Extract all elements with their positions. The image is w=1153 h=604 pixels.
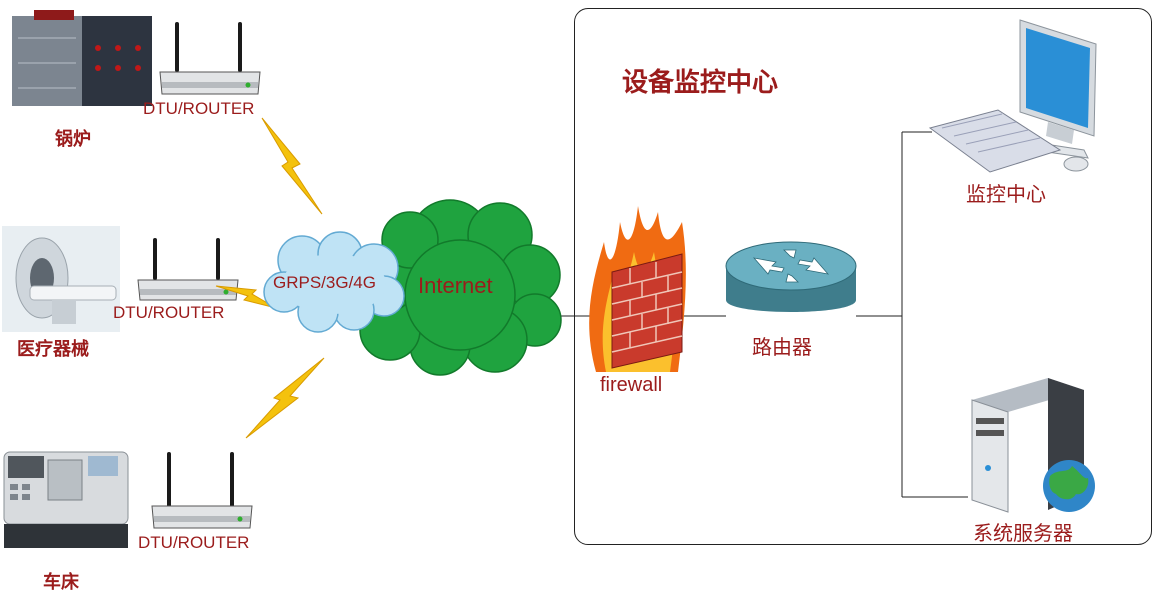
medical-device-icon: [2, 226, 120, 332]
boiler-icon: [12, 10, 152, 106]
panel-title: 设备监控中心: [622, 68, 779, 98]
computer-icon: [928, 19, 1097, 173]
server-label: 系统服务器: [973, 521, 1073, 545]
lightning-icon: [261, 117, 323, 215]
firewall-icon: [589, 206, 686, 372]
internet-cloud-icon: [352, 199, 562, 376]
device-label-medical: 医疗器械: [17, 339, 89, 360]
router-label: DTU/ROUTER: [138, 533, 250, 552]
lathe-icon: [3, 451, 129, 548]
network-router-icon: [725, 241, 857, 312]
router-label: DTU/ROUTER: [143, 99, 255, 118]
router-label: DTU/ROUTER: [113, 303, 225, 322]
internet-label: Internet: [418, 273, 493, 298]
monitor-label: 监控中心: [966, 182, 1046, 206]
server-icon: [971, 378, 1095, 513]
monitoring-center-panel: [574, 8, 1152, 545]
cloud-label: GRPS/3G/4G: [273, 273, 376, 292]
router-icon: [151, 452, 253, 529]
router-icon: [159, 22, 261, 95]
router-icon: [137, 238, 239, 301]
lightning-icon: [245, 357, 325, 439]
device-label-lathe: 车床: [43, 572, 79, 593]
firewall-label: firewall: [600, 374, 663, 396]
cloud-icon: [263, 231, 405, 333]
device-label-boiler: 锅炉: [55, 129, 91, 150]
router-label: 路由器: [752, 335, 812, 359]
